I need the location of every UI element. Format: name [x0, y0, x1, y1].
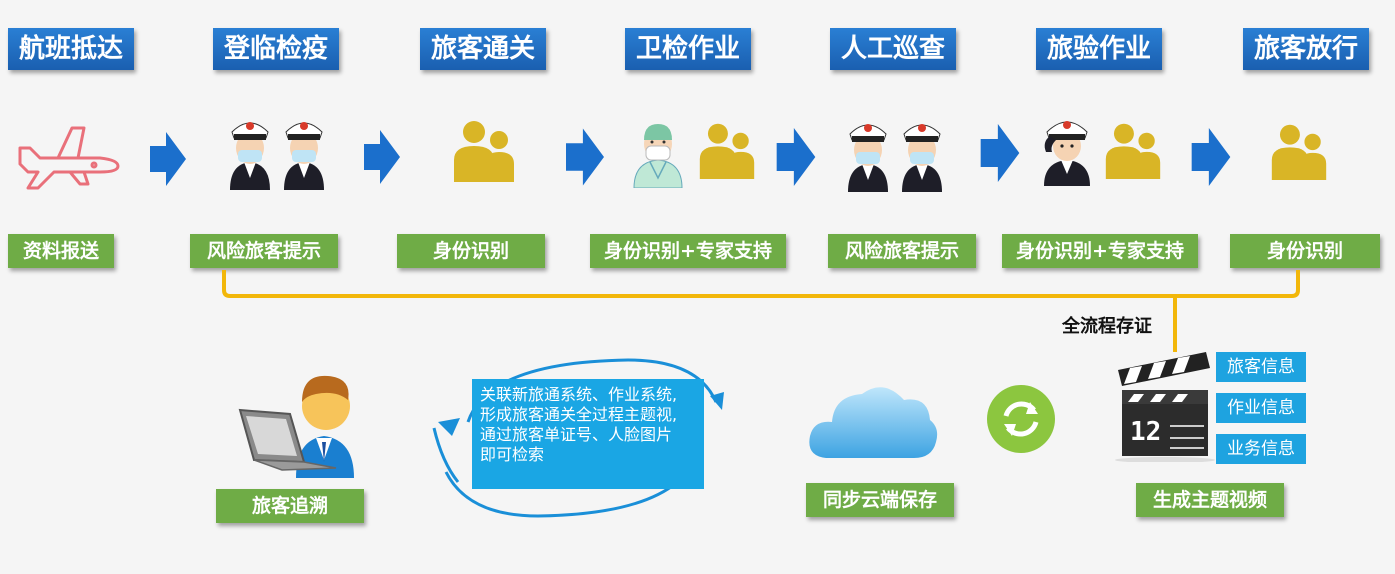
step-title-flight-arrival: 航班抵达: [8, 28, 134, 70]
description-line: 关联新旅通系统、作业系统,: [480, 385, 678, 404]
quarantine-officers-icon: [230, 122, 324, 190]
video-label: 生成主题视频: [1136, 483, 1284, 517]
step-label-identity: 身份识别: [1230, 234, 1380, 268]
saluting-officer-icon: [1044, 121, 1090, 186]
clapperboard-icon: 12: [1115, 352, 1215, 462]
arrow-right-icon: [566, 128, 604, 186]
cycle-arrows-icon: [432, 358, 724, 518]
passengers-icon: [699, 123, 755, 179]
step-label-identity-expert: 身份识别+专家支持: [590, 234, 786, 268]
step-label-identity-expert: 身份识别+专家支持: [1002, 234, 1198, 268]
arrow-right-icon: [980, 124, 1020, 182]
step-label-data-submission: 资料报送: [8, 234, 114, 268]
arrow-right-icon: [150, 132, 186, 186]
step-label-identity: 身份识别: [397, 234, 545, 268]
description-line: 形成旅客通关全过程主题视,: [480, 405, 678, 424]
step-label-risk-alert: 风险旅客提示: [828, 234, 976, 268]
description-line: 即可检索: [480, 445, 545, 464]
patrol-officers-icon: [848, 124, 942, 192]
arrow-right-icon: [364, 130, 400, 184]
search-description: 关联新旅通系统、作业系统, 形成旅客通关全过程主题视, 通过旅客单证号、人脸图片…: [472, 379, 704, 489]
info-tag-passenger: 旅客信息: [1216, 352, 1306, 382]
step-title-passenger-clearance: 旅客通关: [420, 28, 546, 70]
info-tag-business: 业务信息: [1216, 434, 1306, 464]
doctor-icon: [633, 124, 683, 188]
step-title-passenger-release: 旅客放行: [1243, 28, 1369, 70]
passengers-icon: [1105, 123, 1161, 179]
passengers-icon: [454, 121, 514, 182]
cloud-save-label: 同步云端保存: [806, 483, 954, 517]
step-title-health-inspection: 卫检作业: [625, 28, 751, 70]
trace-label: 旅客追溯: [216, 489, 364, 523]
svg-text:12: 12: [1130, 417, 1161, 447]
arrow-right-icon: [776, 128, 816, 186]
step-title-boarding-quarantine: 登临检疫: [213, 28, 339, 70]
passengers-icon: [1271, 124, 1327, 180]
step-label-risk-alert: 风险旅客提示: [190, 234, 338, 268]
airplane-icon: [18, 126, 120, 190]
step-title-manual-patrol: 人工巡查: [830, 28, 956, 70]
evidence-bracket: [222, 270, 1300, 352]
sync-icon: [987, 385, 1055, 453]
info-tag-operation: 作业信息: [1216, 393, 1306, 423]
user-laptop-icon: [238, 375, 354, 478]
arrow-right-icon: [1191, 128, 1231, 186]
evidence-label: 全流程存证: [1062, 316, 1152, 337]
description-line: 通过旅客单证号、人脸图片: [480, 425, 673, 444]
step-title-passenger-inspection: 旅验作业: [1036, 28, 1162, 70]
cloud-icon: [809, 387, 938, 458]
